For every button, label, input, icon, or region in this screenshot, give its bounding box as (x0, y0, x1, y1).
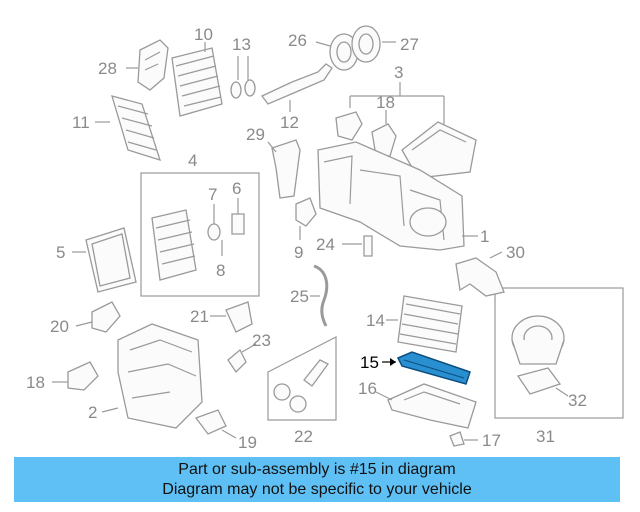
callout-28: 28 (98, 59, 117, 78)
part-5-filter (85, 227, 137, 293)
callout-18-upper: 18 (376, 93, 395, 112)
group-box-22 (267, 336, 337, 421)
part-15-highlighted (396, 351, 471, 385)
callout-9: 9 (294, 243, 303, 262)
banner-line-2: Diagram may not be specific to your vehi… (162, 481, 472, 498)
callout-12: 12 (280, 113, 299, 132)
callout-10: 10 (194, 25, 213, 44)
part-6-sensor (231, 213, 245, 235)
part-3-actuator (335, 111, 363, 141)
callout-30: 30 (506, 243, 525, 262)
part-14-filter (397, 295, 463, 353)
part-17-clip (449, 431, 465, 447)
callout-2: 2 (88, 403, 97, 422)
callout-8: 8 (216, 261, 225, 280)
callout-4: 4 (188, 151, 197, 170)
part-29-bracket (271, 139, 301, 199)
part-7-ring (207, 223, 221, 241)
part-18-actuator-lower (67, 361, 99, 391)
callout-20: 20 (50, 317, 69, 336)
callout-18-lower: 18 (26, 373, 45, 392)
part-30-duct (455, 257, 505, 297)
callout-21: 21 (190, 307, 209, 326)
info-banner: Part or sub-assembly is #15 in diagram D… (14, 457, 620, 502)
part-24-bolt (363, 235, 373, 257)
callout-16: 16 (358, 379, 377, 398)
callout-3: 3 (394, 63, 403, 82)
part-2-lower-housing (117, 323, 203, 429)
part-9-sensor (295, 197, 317, 227)
callout-15: 15 (360, 353, 379, 372)
part-27-gasket (351, 25, 381, 63)
callout-24: 24 (316, 235, 335, 254)
callout-26: 26 (288, 31, 307, 50)
callout-6: 6 (232, 179, 241, 198)
callout-31: 31 (536, 427, 555, 446)
callout-5: 5 (56, 243, 65, 262)
group-box-31 (494, 287, 624, 419)
callout-1: 1 (480, 227, 489, 246)
callout-7: 7 (208, 185, 217, 204)
callout-29: 29 (246, 125, 265, 144)
callout-19: 19 (238, 433, 257, 452)
group-box-4 (140, 172, 260, 297)
callout-25: 25 (290, 287, 309, 306)
part-10-filter (171, 47, 223, 117)
part-1-hvac-housing (317, 141, 465, 251)
part-21-bracket (225, 301, 253, 333)
callout-27: 27 (400, 35, 419, 54)
part-13-o-rings (230, 79, 256, 99)
callout-13: 13 (232, 35, 251, 54)
callout-17: 17 (482, 431, 501, 450)
parts-diagram: 1 2 3 4 5 6 7 8 9 10 11 12 13 14 15 16 1… (26, 25, 624, 452)
banner-line-1: Part or sub-assembly is #15 in diagram (178, 461, 456, 478)
part-16-panel (387, 383, 477, 429)
callout-22: 22 (294, 427, 313, 446)
callout-32: 32 (568, 391, 587, 410)
part-23-sensor (227, 348, 247, 374)
part-4-evaporator (151, 209, 197, 281)
part-22-gear (273, 383, 291, 401)
part-26-gasket (329, 33, 359, 71)
callout-11: 11 (72, 113, 90, 132)
callout-23: 23 (252, 331, 271, 350)
part-11-heater-core (111, 95, 162, 161)
part-12-pipe (260, 63, 333, 105)
part-32-resistor (516, 367, 562, 395)
part-28-bracket (137, 39, 169, 91)
part-19-actuator (194, 409, 227, 435)
part-20-actuator (91, 301, 121, 333)
part-25-hose (313, 264, 329, 327)
callout-14: 14 (366, 311, 385, 330)
part-31-blower (511, 315, 565, 365)
